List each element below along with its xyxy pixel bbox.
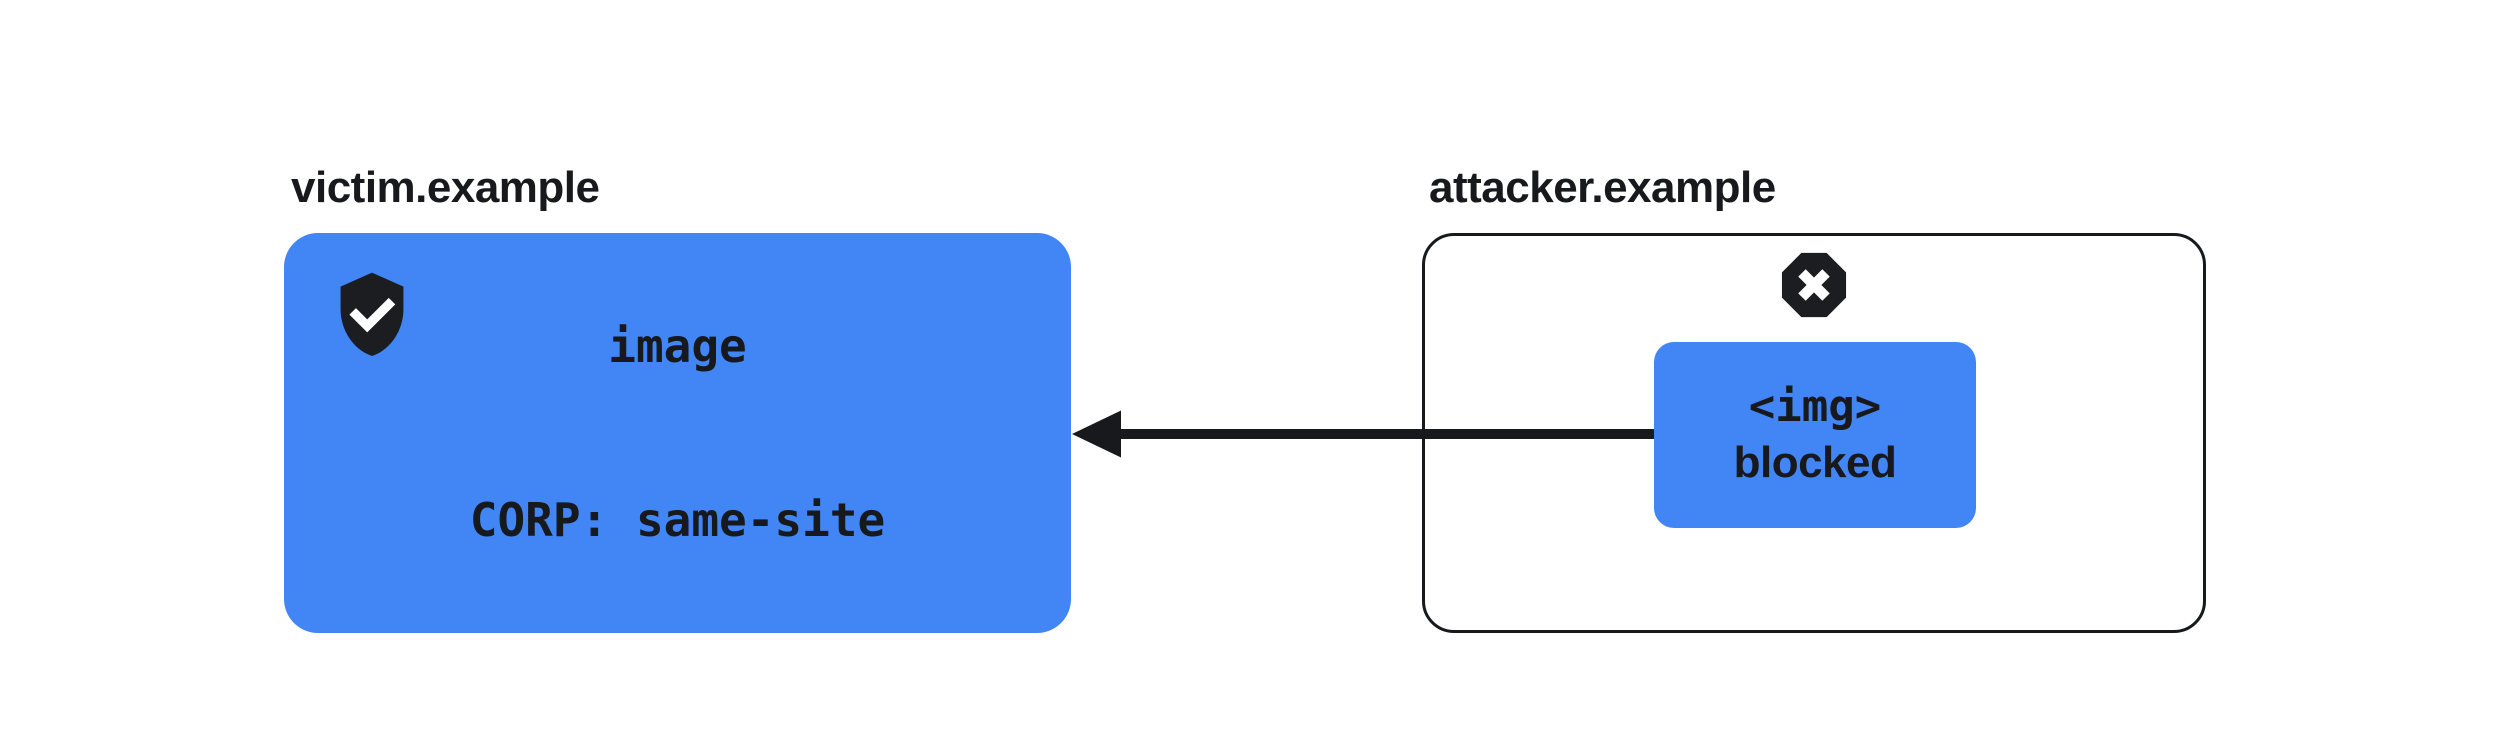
attacker-domain-label: attacker.example (1429, 163, 1776, 212)
request-line-2: blocked (1733, 438, 1897, 487)
victim-origin-box: image CORP: same-site (284, 233, 1071, 633)
blocked-octagon-icon (1781, 252, 1847, 318)
blocked-request-arrow (1072, 410, 1656, 458)
request-line-1: <img> (1748, 381, 1882, 432)
victim-resource-line-2: CORP: same-site (469, 493, 886, 547)
shield-check-icon (340, 272, 404, 356)
victim-domain-label: victim.example (291, 163, 600, 212)
victim-resource-text: image CORP: same-site (470, 201, 885, 665)
victim-resource-line-1: image (608, 319, 747, 373)
attacker-request-box: <img> blocked (1654, 342, 1976, 528)
